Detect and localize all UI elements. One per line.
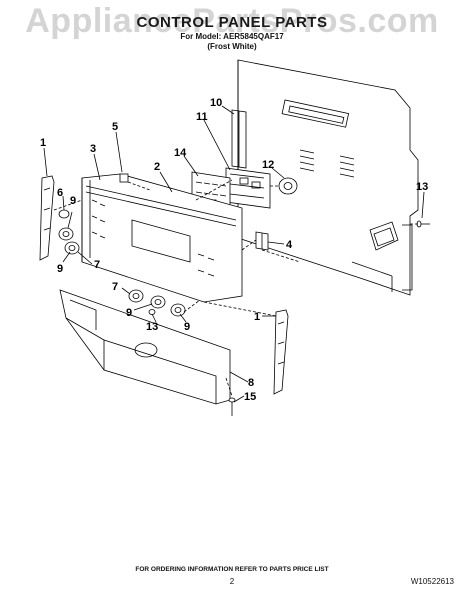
part-15-screw (228, 397, 236, 416)
part-3-control-panel (81, 173, 243, 303)
finish-label: (Frost White) (207, 42, 257, 51)
callout-9-d: 9 (184, 321, 190, 333)
callout-pointers (43, 105, 425, 403)
rear-panel-backing (237, 59, 419, 296)
part-4-connector (255, 231, 269, 251)
callout-7-a: 7 (94, 259, 100, 271)
callout-11: 11 (196, 111, 208, 123)
ordering-info-footer: FOR ORDERING INFORMATION REFER TO PARTS … (135, 566, 329, 573)
callout-3: 3 (90, 143, 96, 155)
model-number: For Model: AER5845QAF17 (180, 32, 284, 41)
callout-1-right: 1 (254, 311, 260, 323)
callout-9-a: 9 (70, 195, 76, 207)
callout-5: 5 (112, 121, 118, 133)
callout-13-center: 13 (146, 321, 158, 333)
part-8-lower-panel (59, 289, 231, 405)
part-13-screw-right (416, 220, 430, 228)
callout-13-right: 13 (416, 181, 428, 193)
document-number: W10522613 (410, 577, 454, 586)
callout-15: 15 (244, 391, 256, 403)
page-number: 2 (229, 577, 235, 586)
callout-12: 12 (262, 159, 274, 171)
callout-labels: 1 3 5 6 9 9 7 2 14 11 10 12 13 4 7 9 13 … (40, 97, 428, 403)
part-12-disc (278, 177, 298, 195)
part-11-control-board (225, 167, 271, 209)
callout-6: 6 (57, 187, 63, 199)
part-1-end-cap-left (39, 175, 55, 261)
callout-10: 10 (210, 97, 222, 109)
leader-lines (53, 179, 418, 397)
page-title: CONTROL PANEL PARTS (136, 14, 328, 31)
knobs-left-group (58, 209, 80, 255)
part-1-end-cap-right (273, 309, 289, 395)
callout-4: 4 (286, 239, 293, 251)
callout-7-b: 7 (112, 281, 118, 293)
part-5-clip (119, 173, 129, 183)
callout-9-b: 9 (57, 263, 63, 275)
callout-14: 14 (174, 147, 187, 159)
knobs-center-group (128, 289, 186, 317)
part-10-bracket (231, 109, 247, 169)
callout-1-left: 1 (40, 137, 46, 149)
callout-2: 2 (154, 161, 160, 173)
callout-8: 8 (248, 377, 254, 389)
callout-9-c: 9 (126, 307, 132, 319)
watermark: AppliancePartsPros.com (25, 2, 439, 40)
